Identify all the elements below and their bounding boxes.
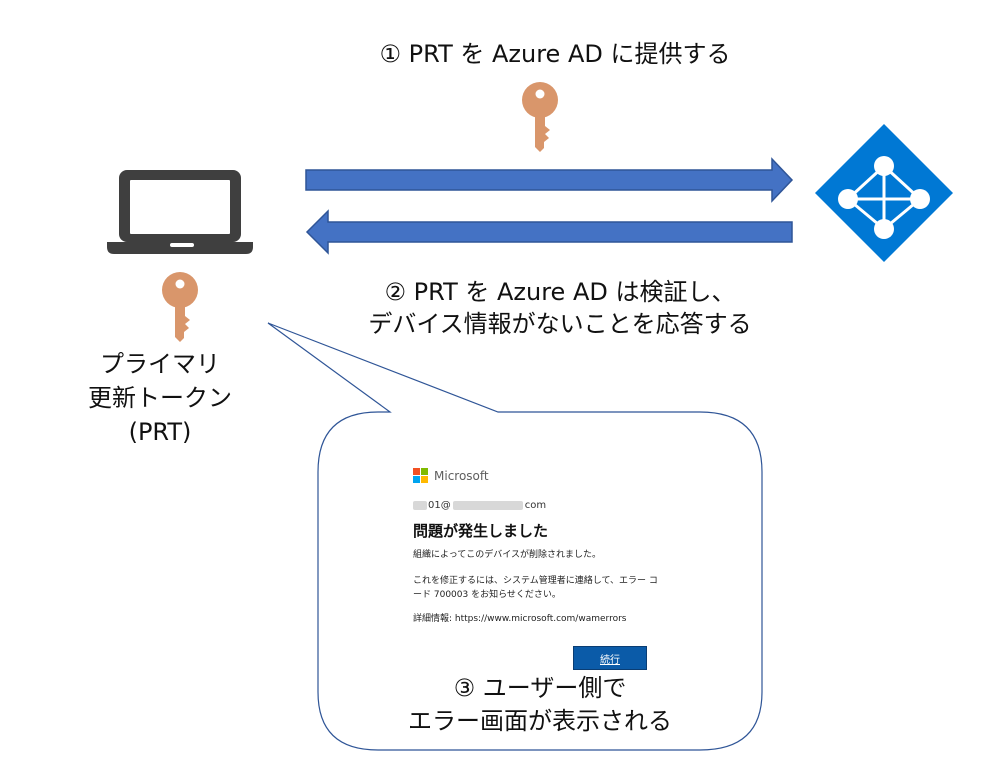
step3-label: ③ ユーザー側で エラー画面が表示される: [330, 672, 750, 738]
azure-ad-icon: [815, 124, 953, 262]
continue-button[interactable]: 続行: [573, 646, 647, 670]
step2-line2: デバイス情報がないことを応答する: [368, 310, 752, 338]
key-icon: [162, 272, 198, 342]
prt-label-line3: (PRT): [128, 418, 192, 446]
dialog-message2: これを修正するには、システム管理者に連絡して、エラー コード 700003 をお…: [413, 576, 658, 600]
microsoft-brand: Microsoft: [413, 468, 489, 483]
arrow-to-azure: [305, 157, 794, 203]
prt-label-line2: 更新トークン: [88, 384, 232, 412]
error-dialog: Microsoft 01@ com 問題が発生しました 組織によってこのデバイス…: [405, 462, 667, 692]
step3-line2: エラー画面が表示される: [408, 707, 672, 735]
step3-line1: ③ ユーザー側で: [453, 674, 627, 702]
step2-line1: ② PRT を Azure AD は検証し、: [384, 278, 736, 306]
prt-label-line1: プライマリ: [100, 350, 220, 378]
prt-label: プライマリ 更新トークン (PRT): [70, 347, 250, 449]
redacted-block: [452, 501, 523, 510]
brand-name: Microsoft: [434, 468, 489, 483]
dialog-message1: 組織によってこのデバイスが削除されました。: [413, 550, 602, 560]
key-icon-step1: [522, 82, 558, 152]
microsoft-logo-icon: [413, 468, 428, 483]
step1-label: ① PRT を Azure AD に提供する: [379, 40, 731, 68]
step2-label: ② PRT を Azure AD は検証し、 デバイス情報がないことを応答する: [300, 276, 820, 340]
redacted-block: [413, 501, 427, 510]
dialog-title: 問題が発生しました: [413, 522, 549, 540]
account-prefix: 01@: [428, 500, 451, 511]
laptop-icon: [107, 170, 253, 254]
account-email: 01@ com: [413, 500, 546, 511]
arrow-from-azure: [305, 209, 793, 255]
dialog-details: 詳細情報: https://www.microsoft.com/wamerror…: [413, 614, 627, 624]
account-suffix: com: [524, 500, 547, 511]
